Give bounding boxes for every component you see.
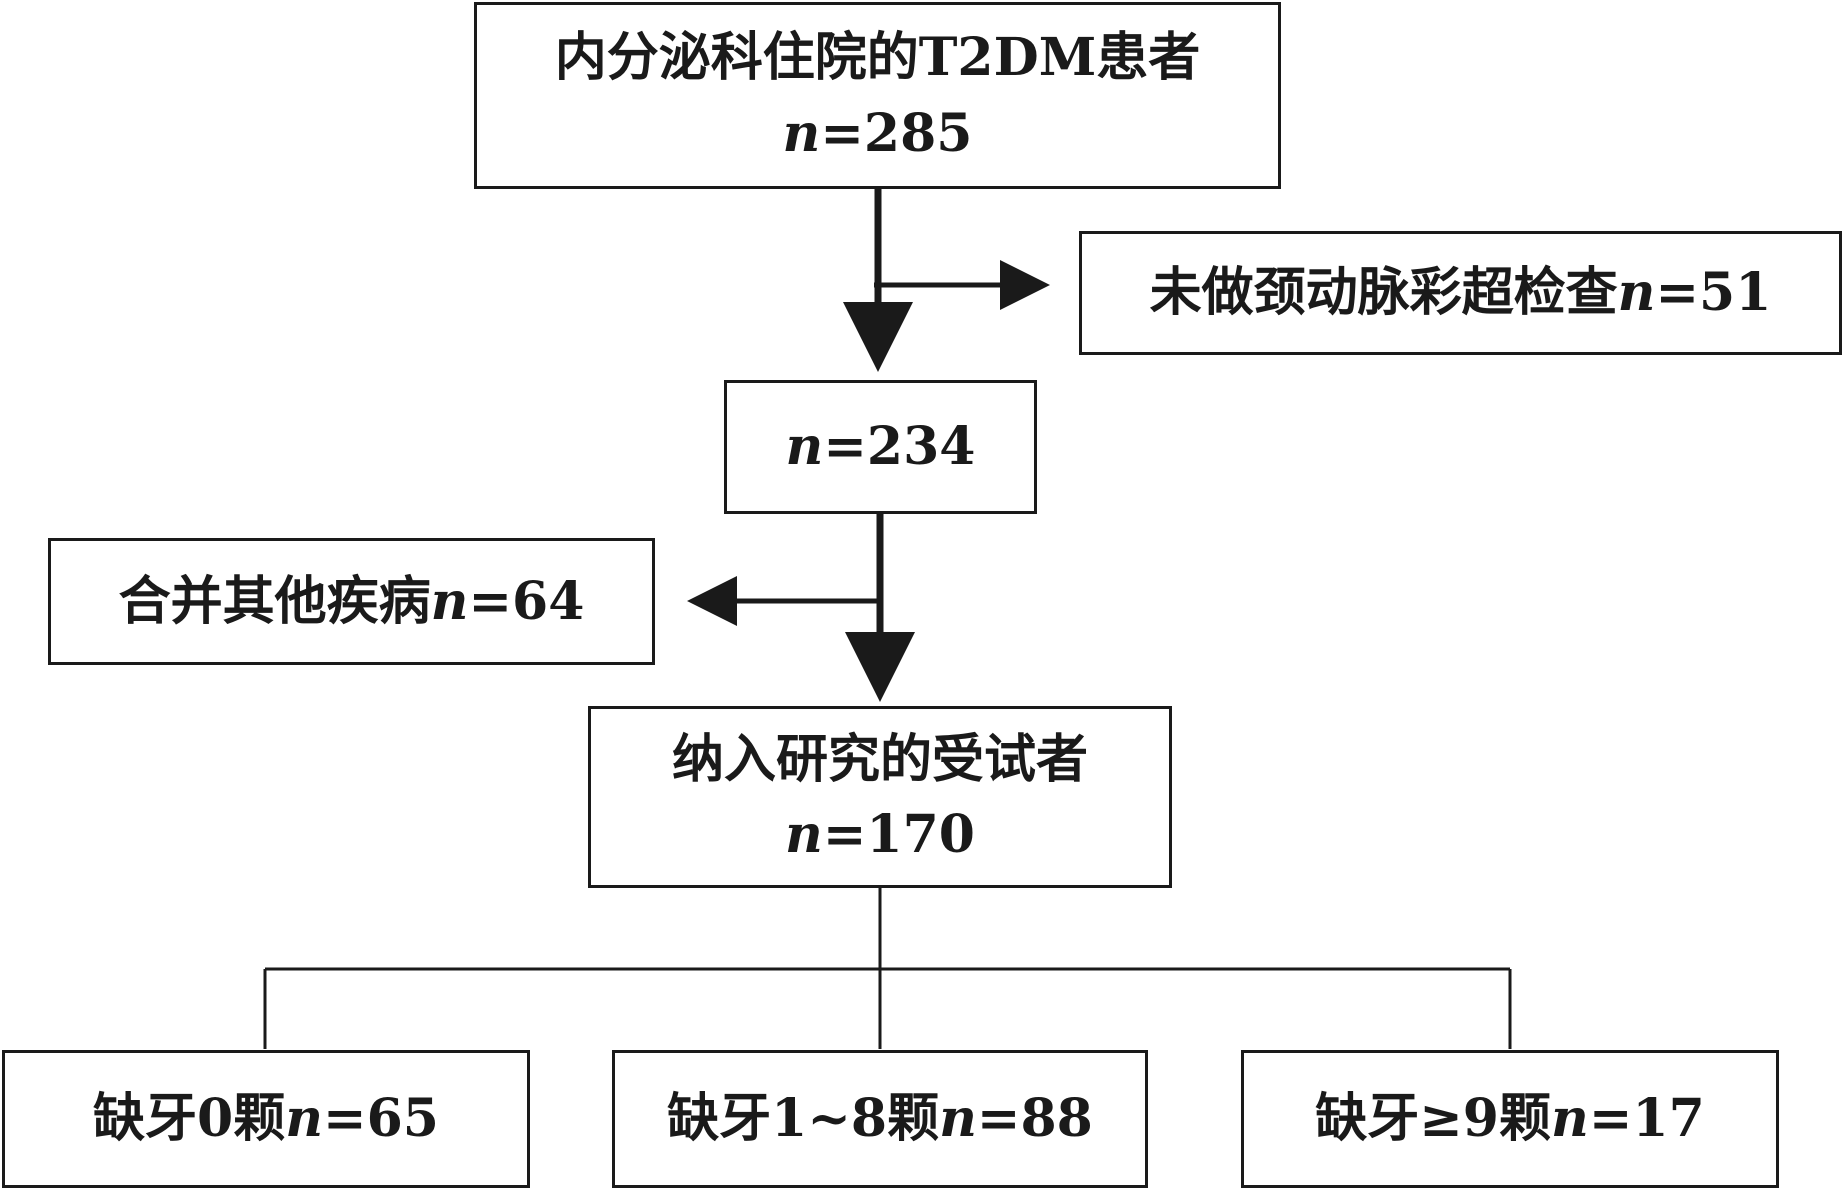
n-value: =17 xyxy=(1588,1088,1705,1150)
n-value: =170 xyxy=(822,804,975,865)
box-group-1-8-missing-teeth: 缺牙1~8颗 n =88 xyxy=(612,1050,1148,1188)
group-2-label: 缺牙≥9颗 xyxy=(1315,1088,1551,1150)
box-included-subjects-title: 纳入研究的受试者 xyxy=(671,728,1088,790)
group-1-text: 缺牙1~8颗 n =88 xyxy=(667,1081,1093,1156)
exclusion-2-label: 合并其他疾病 xyxy=(118,570,431,632)
n-symbol: n xyxy=(939,1088,977,1150)
box-all-patients-title: 内分泌科住院的T2DM患者 xyxy=(554,27,1201,89)
group-0-label: 缺牙0颗 xyxy=(93,1088,286,1150)
group-1-label: 缺牙1~8颗 xyxy=(667,1088,940,1150)
n-value: =64 xyxy=(468,570,585,632)
box-exclusion-no-ultrasound-text: 未做颈动脉彩超检查 n =51 xyxy=(1150,255,1772,330)
group-0-text: 缺牙0颗 n =65 xyxy=(93,1081,439,1156)
group-2-text: 缺牙≥9颗 n =17 xyxy=(1315,1081,1705,1156)
box-included-subjects-count: n =170 xyxy=(785,797,975,872)
box-all-patients-count: n =285 xyxy=(783,96,973,171)
box-all-patients: 内分泌科住院的T2DM患者 n =285 xyxy=(474,2,1281,189)
box-group-9plus-missing-teeth: 缺牙≥9颗 n =17 xyxy=(1241,1050,1779,1188)
n-value: =88 xyxy=(976,1088,1093,1150)
n-value: =234 xyxy=(823,416,976,478)
box-after-exclusion-1: n =234 xyxy=(724,380,1037,514)
box-group-0-missing-teeth: 缺牙0颗 n =65 xyxy=(2,1050,530,1188)
box-included-subjects: 纳入研究的受试者 n =170 xyxy=(588,706,1172,888)
n-symbol: n xyxy=(782,102,821,164)
n-value: =65 xyxy=(323,1088,439,1150)
n-symbol: n xyxy=(285,1088,324,1150)
n-symbol: n xyxy=(1617,262,1656,324)
n-symbol: n xyxy=(430,570,469,632)
box-after-exclusion-1-count: n =234 xyxy=(786,409,976,484)
n-value: =285 xyxy=(820,102,973,164)
n-symbol: n xyxy=(1551,1088,1589,1150)
box-exclusion-no-ultrasound: 未做颈动脉彩超检查 n =51 xyxy=(1079,231,1842,355)
exclusion-1-label: 未做颈动脉彩超检查 xyxy=(1149,262,1618,324)
n-value: =51 xyxy=(1655,262,1772,324)
box-exclusion-other-disease: 合并其他疾病 n =64 xyxy=(48,538,655,665)
n-symbol: n xyxy=(785,804,823,865)
n-symbol: n xyxy=(785,416,824,478)
box-exclusion-other-disease-text: 合并其他疾病 n =64 xyxy=(119,564,585,639)
